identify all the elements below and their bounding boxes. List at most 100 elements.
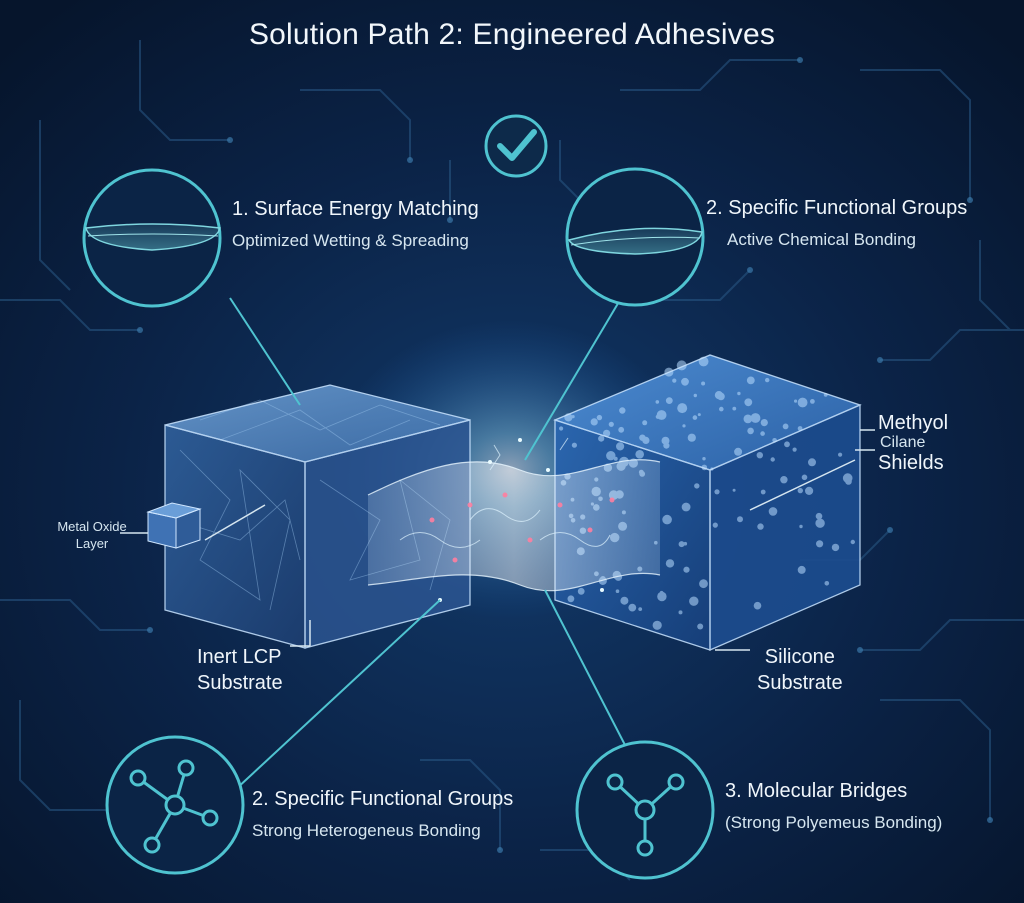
bubble: [665, 397, 673, 404]
metal-oxide-layer-block: [146, 502, 202, 549]
bubble: [689, 596, 699, 606]
bubble: [681, 377, 689, 386]
bubble: [719, 406, 724, 412]
bubble: [687, 433, 696, 442]
adhesive-ribbon: [367, 437, 661, 602]
bubble: [743, 414, 753, 424]
bubble: [678, 610, 683, 615]
bubble: [815, 518, 825, 528]
bubble: [699, 579, 708, 589]
bubble: [655, 400, 660, 404]
bubble: [756, 452, 763, 459]
page-title: Solution Path 2: Engineered Adhesives: [248, 18, 776, 51]
bubble: [682, 424, 686, 428]
bubble: [757, 523, 764, 530]
bubble: [603, 429, 611, 437]
bubble: [662, 514, 672, 525]
bubble: [734, 447, 743, 456]
bubble: [571, 442, 578, 448]
silicone-label: Silicone Substrate: [757, 646, 843, 694]
bubble: [618, 426, 625, 433]
molecule-icon: [105, 735, 245, 875]
bubble: [681, 502, 691, 512]
callout-functional-groups-2-sub: Strong Heterogeneus Bonding: [252, 821, 481, 840]
bubble: [702, 457, 706, 461]
bubble: [797, 487, 803, 494]
bubble: [784, 441, 790, 448]
bubble: [744, 398, 753, 407]
bubble: [642, 436, 650, 444]
bubble: [628, 603, 637, 612]
callout-molecular-bridges-heading: 3. Molecular Bridges: [725, 780, 908, 802]
bubble: [567, 595, 575, 603]
circuit-nodes: [107, 57, 993, 853]
bubble: [659, 590, 664, 595]
bubble: [810, 399, 815, 404]
bubble: [782, 423, 789, 430]
bubble: [760, 419, 768, 427]
callout-surface-energy-heading: 1. Surface Energy Matching: [232, 198, 479, 220]
bubble: [635, 450, 644, 459]
bubble: [799, 524, 803, 529]
bubble: [616, 442, 625, 451]
metal-oxide-label: Metal Oxide Layer: [57, 519, 127, 551]
bubble: [697, 623, 704, 630]
droplet-film-icon: [565, 167, 705, 307]
bubble: [613, 456, 618, 461]
bubble: [750, 413, 761, 423]
bubble: [663, 442, 670, 449]
bubble: [747, 427, 754, 435]
bubble: [746, 376, 755, 385]
bubble: [780, 476, 788, 484]
bubble: [692, 415, 698, 420]
bubble: [732, 406, 737, 411]
bubble: [590, 418, 598, 426]
callout-molecular-bridges-sub: (Strong Polyemeus Bonding): [725, 813, 943, 832]
bubble: [697, 413, 701, 417]
bubble: [815, 512, 823, 520]
bubble: [606, 451, 616, 461]
bubble: [619, 407, 626, 414]
bubble: [797, 397, 808, 408]
inert-lcp-label: Inert LCP Substrate: [197, 646, 283, 694]
bubble: [737, 516, 743, 523]
bubble: [808, 458, 816, 467]
bubble: [824, 581, 830, 586]
bubble: [683, 541, 688, 546]
bubble: [657, 591, 667, 602]
bubble: [620, 596, 629, 605]
bubble: [770, 457, 775, 462]
bubble: [760, 431, 765, 436]
bubble: [753, 601, 762, 610]
bubble: [615, 589, 620, 593]
bubble: [801, 474, 808, 481]
bubble: [765, 377, 770, 383]
bubble: [665, 559, 675, 568]
bubble: [845, 478, 852, 485]
bubble: [672, 378, 677, 383]
leader-lines: [229, 297, 626, 791]
molecule-icon: [575, 740, 715, 880]
bubble: [656, 410, 667, 420]
callout-functional-groups-sub: Active Chemical Bonding: [727, 230, 916, 249]
bubble: [831, 543, 840, 552]
bubble: [701, 381, 706, 386]
bubble: [794, 399, 798, 403]
methyol-cilane-label: Methyol Cilane Shields: [878, 412, 949, 474]
bubble: [850, 539, 855, 545]
bubble: [638, 607, 643, 611]
check-icon: [484, 114, 548, 178]
bubble: [714, 489, 720, 495]
bubble: [816, 540, 824, 548]
bubble: [737, 391, 741, 396]
bubble: [712, 522, 718, 528]
bubble: [805, 486, 814, 495]
bubble: [596, 414, 603, 421]
bubble: [694, 483, 700, 489]
bubble: [577, 587, 585, 595]
bubble: [559, 426, 564, 431]
bubble: [792, 447, 797, 452]
bubble: [838, 452, 843, 457]
bubble: [652, 620, 662, 630]
